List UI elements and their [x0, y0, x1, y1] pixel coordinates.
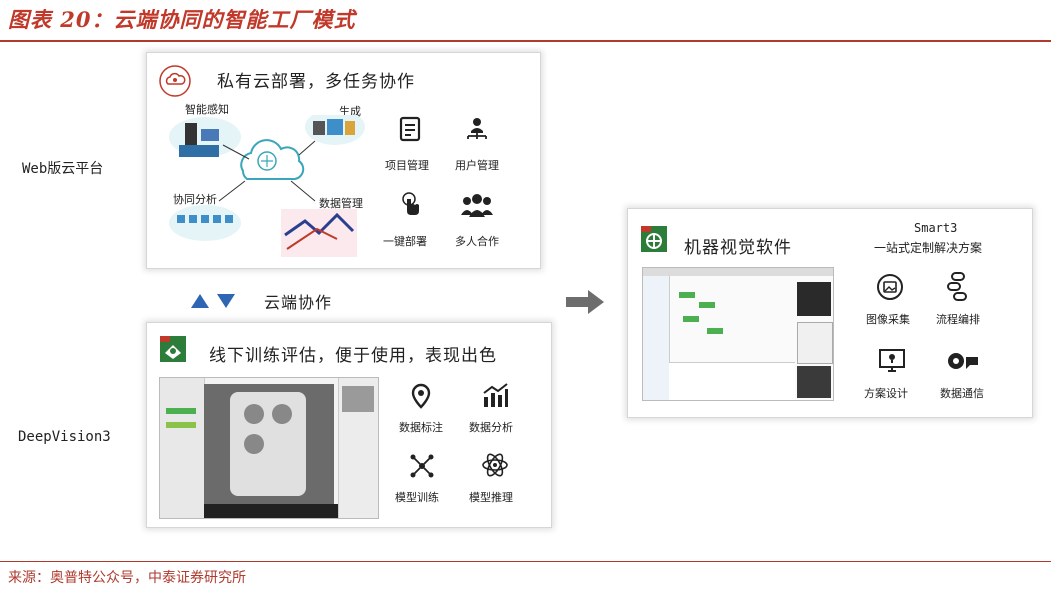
- web-panel-heading: 私有云部署，多任务协作: [217, 72, 415, 92]
- smart3-screenshot: [642, 267, 834, 401]
- model-inference-icon: [482, 453, 508, 477]
- solution-design-icon: [879, 349, 905, 372]
- figure-title: 图表 20：云端协同的智能工厂模式: [8, 7, 356, 32]
- smart3-label: Smart3: [914, 221, 958, 235]
- smart3-logo-icon: [641, 226, 667, 252]
- project-management-icon: [399, 116, 421, 142]
- label-smart-sensing: 智能感知: [185, 103, 229, 116]
- data-analysis-icon: [483, 383, 508, 407]
- deepvision-label: DeepVision3: [18, 429, 111, 445]
- cloud-logo-icon: [159, 65, 191, 97]
- one-click-deploy-icon: [402, 192, 419, 215]
- feature-team-collaboration: 多人合作: [455, 235, 499, 248]
- deepvision-logo-icon: [160, 336, 186, 362]
- deepvision-panel: 线下训练评估，便于使用，表现出色 数据标注 数据分析 模型训练 模型推理: [146, 322, 552, 528]
- machine-vision-heading: 机器视觉软件: [684, 238, 792, 258]
- feature-model-inference: 模型推理: [469, 491, 513, 504]
- image-capture-icon: [877, 274, 903, 300]
- feature-data-labeling: 数据标注: [399, 421, 443, 434]
- machine-vision-panel: 机器视觉软件 Smart3 一站式定制解决方案 图像采集 流程编排 方案设计: [627, 208, 1033, 418]
- model-training-icon: [410, 454, 434, 478]
- data-labeling-icon: [411, 383, 431, 409]
- title-rule: [0, 40, 1051, 42]
- source-rule: [0, 561, 1051, 562]
- feature-project-management: 项目管理: [385, 159, 429, 172]
- label-collab-analysis: 协同分析: [173, 193, 217, 206]
- data-communication-icon: [948, 353, 978, 369]
- one-stop-solution-label: 一站式定制解决方案: [874, 241, 983, 255]
- sync-arrows-icon: [191, 294, 235, 308]
- feature-one-click-deploy: 一键部署: [383, 235, 427, 248]
- cloud-network-diagram: [169, 115, 365, 257]
- team-collaboration-icon: [461, 194, 493, 217]
- feature-data-analysis: 数据分析: [469, 421, 513, 434]
- feature-model-training: 模型训练: [395, 491, 439, 504]
- feature-image-capture: 图像采集: [866, 313, 910, 326]
- feature-data-communication: 数据通信: [940, 387, 984, 400]
- workflow-icon: [947, 272, 967, 301]
- feature-user-management: 用户管理: [455, 159, 499, 172]
- web-platform-label: Web版云平台: [22, 161, 104, 177]
- feature-solution-design: 方案设计: [864, 387, 908, 400]
- deepvision-panel-heading: 线下训练评估，便于使用，表现出色: [209, 346, 497, 366]
- user-management-icon: [467, 118, 487, 139]
- web-cloud-panel: 私有云部署，多任务协作 智能感知 生成 协同分析 数据管理 项目管理: [146, 52, 541, 269]
- label-data-management: 数据管理: [319, 197, 363, 210]
- cloud-collab-label: 云端协作: [264, 293, 333, 312]
- source-note: 来源：奥普特公众号，中泰证券研究所: [8, 570, 246, 586]
- feature-workflow: 流程编排: [936, 313, 980, 326]
- deepvision-screenshot: [159, 377, 379, 519]
- flow-arrow-icon: [566, 290, 604, 314]
